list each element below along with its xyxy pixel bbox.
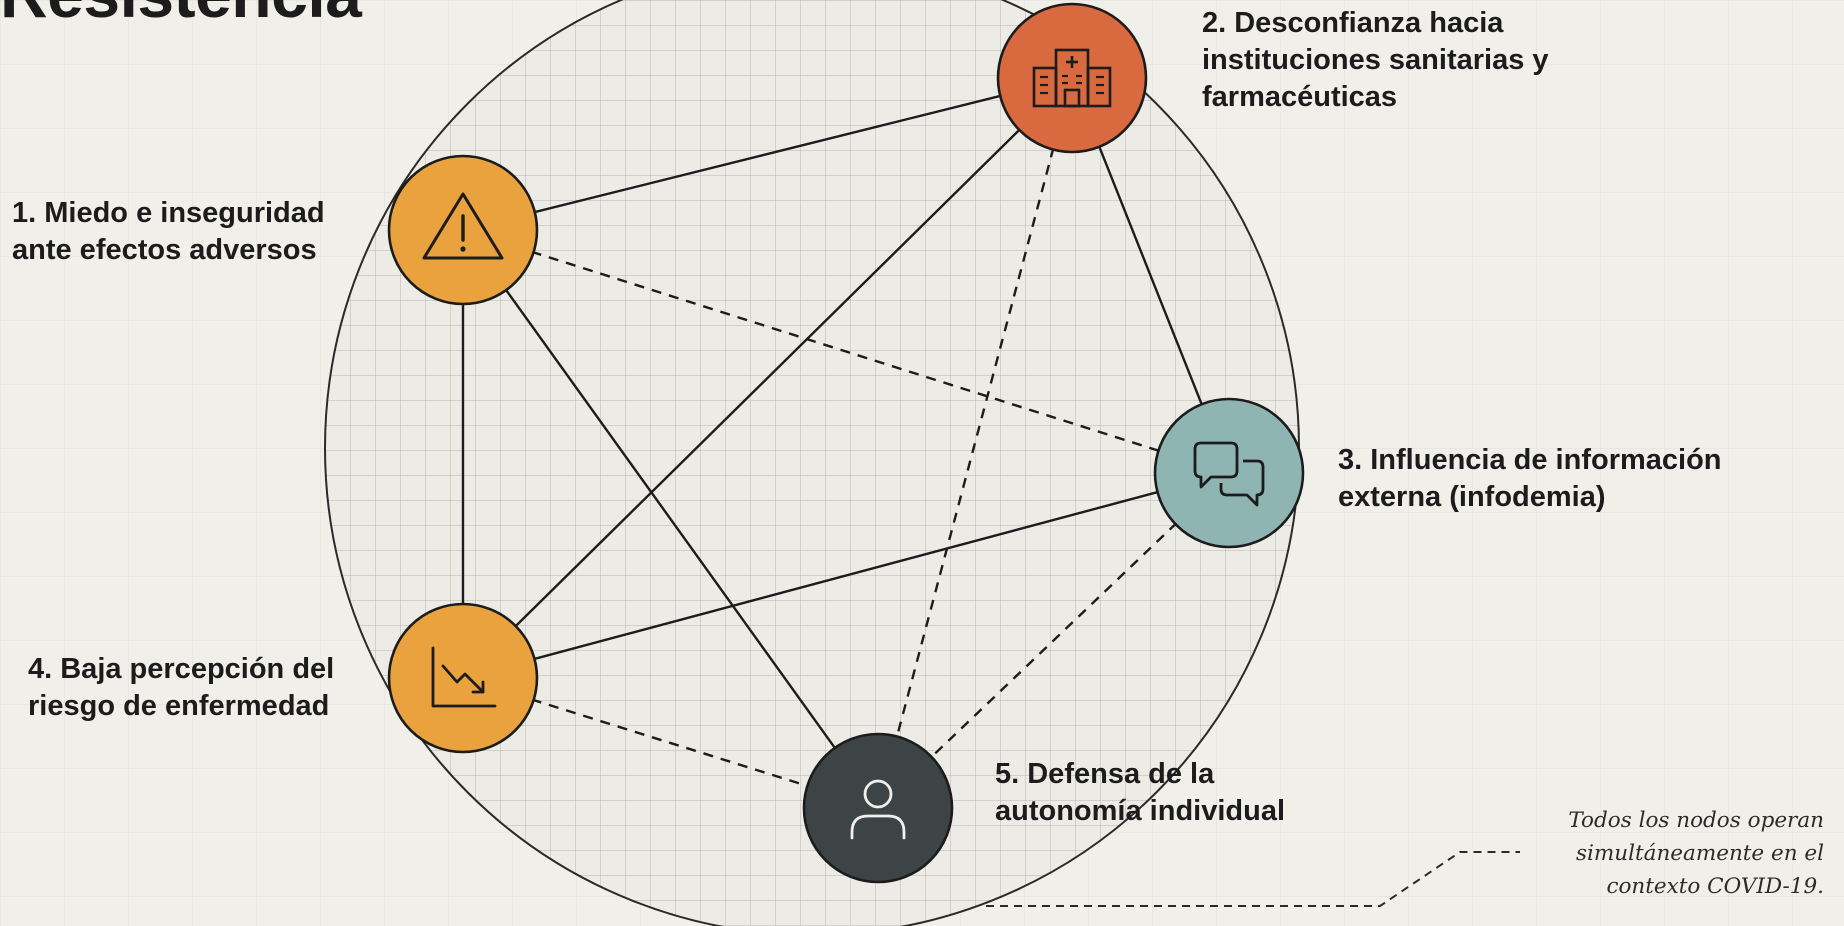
footnote: Todos los nodos operan simultáneamente e… (1568, 808, 1824, 899)
node-label-line: 2. Desconfianza hacia (1202, 7, 1504, 39)
node-label-4: 4. Baja percepción del riesgo de enferme… (28, 651, 334, 725)
node-1 (387, 154, 539, 306)
hospital-building-icon (1032, 48, 1112, 108)
node-circle (996, 2, 1148, 154)
node-circle (387, 602, 539, 754)
edge-3-5-dashed (877, 472, 1230, 809)
node-3 (1153, 397, 1305, 549)
node-label-3: 3. Influencia de información externa (in… (1338, 442, 1722, 516)
chat-bubbles-icon (1193, 441, 1265, 507)
node-label-line: externa (infodemia) (1338, 481, 1606, 513)
node-label-line: 1. Miedo e inseguridad (12, 197, 325, 229)
note-leader-line (986, 851, 1520, 907)
node-label-line: 4. Baja percepción del (28, 653, 335, 685)
trend-down-chart-icon (431, 646, 497, 708)
edge-3-4-solid (462, 471, 1230, 680)
edge-1-2-solid (462, 76, 1073, 232)
node-label-line: farmacéuticas (1202, 81, 1398, 113)
node-label-line: autonomía individual (995, 795, 1286, 827)
node-2 (996, 2, 1148, 154)
node-label-line: 3. Influencia de información (1338, 444, 1722, 476)
node-label-1: 1. Miedo e inseguridad ante efectos adve… (12, 195, 325, 269)
page-title: Resistencia (0, 0, 362, 32)
node-label-line: ante efectos adversos (12, 234, 317, 266)
node-4 (387, 602, 539, 754)
node-label-line: riesgo de enfermedad (28, 690, 330, 722)
node-label-5: 5. Defensa de la autonomía individual (995, 756, 1285, 830)
node-5 (802, 732, 954, 884)
circle-grid (325, 0, 1299, 926)
node-label-line: 5. Defensa de la (995, 758, 1215, 790)
nodes (387, 2, 1305, 884)
node-circle (1153, 397, 1305, 549)
edge-1-3-dashed (462, 228, 1230, 475)
edge-1-5-solid (462, 229, 879, 809)
warning-triangle-icon (422, 192, 504, 260)
node-label-line: instituciones sanitarias y (1202, 44, 1549, 76)
person-icon (850, 779, 906, 840)
edge-2-4-solid (462, 77, 1073, 679)
node-label-2: 2. Desconfianza hacia instituciones sani… (1202, 5, 1549, 116)
